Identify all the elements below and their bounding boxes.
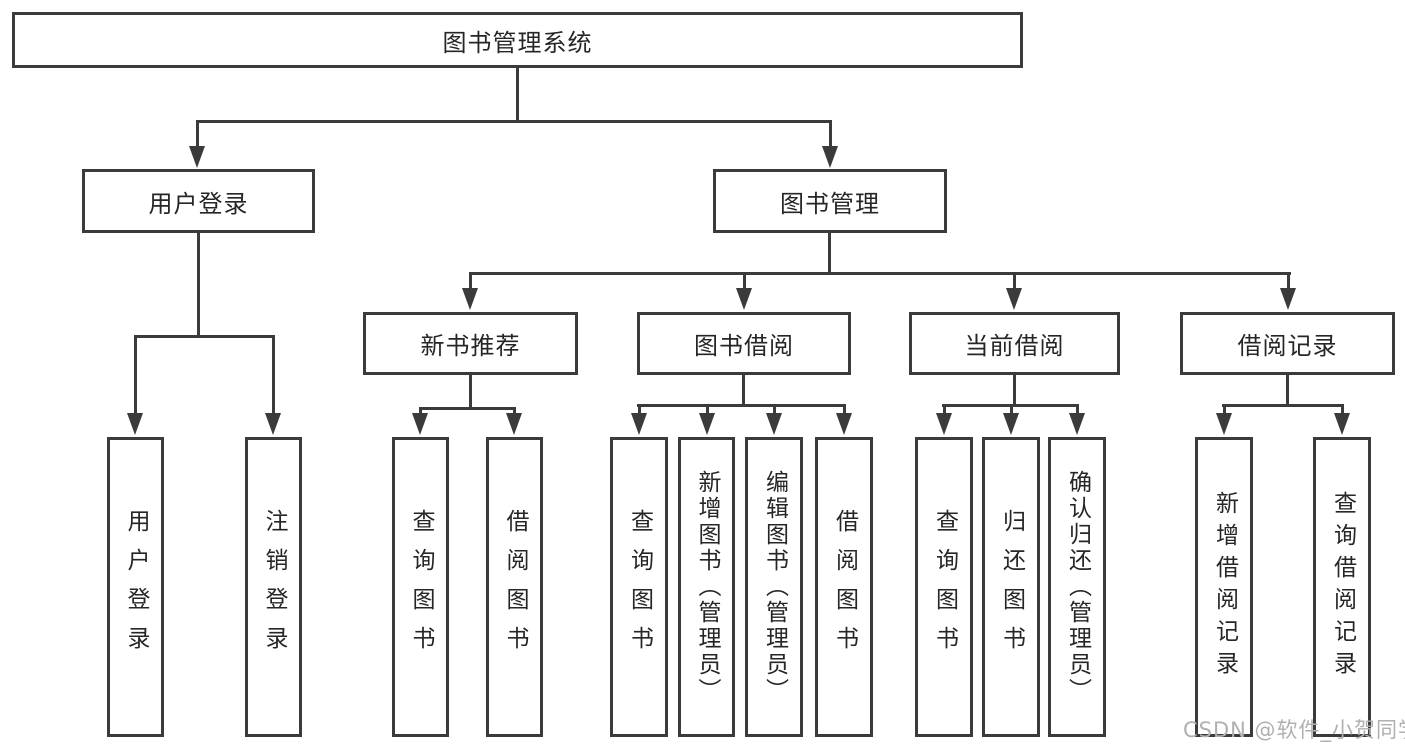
leaf-label: 用户登录 — [123, 509, 149, 665]
connector-line — [743, 274, 746, 292]
leaf-label: 新增图书（管理员） — [694, 470, 720, 704]
connector-line — [637, 404, 846, 407]
arrowhead-icon — [189, 146, 205, 168]
leaf-label: 注销登录 — [261, 509, 287, 665]
arrowhead-icon — [736, 288, 752, 310]
leaf-current-query-books: 查询图书 — [915, 437, 973, 737]
connector-line — [828, 233, 831, 272]
leaf-label: 借阅图书 — [502, 509, 528, 665]
node-label: 图书借阅 — [694, 332, 794, 360]
node-label: 用户登录 — [148, 189, 249, 218]
connector-line — [469, 272, 1291, 275]
node-label: 当前借阅 — [964, 332, 1065, 360]
arrowhead-icon — [1216, 413, 1232, 435]
arrowhead-icon — [265, 413, 281, 435]
node-label: 新书推荐 — [420, 332, 521, 360]
connector-line — [773, 406, 776, 415]
leaf-newbook-query-books: 查询图书 — [392, 437, 449, 737]
leaf-label: 归还图书 — [998, 509, 1025, 665]
connector-line — [272, 337, 275, 415]
leaf-current-return-books: 归还图书 — [982, 437, 1040, 737]
csdn-watermark: CSDN @软件_小贺同学 — [1183, 718, 1405, 742]
leaf-record-add-borrow-record: 新增借阅记录 — [1195, 437, 1253, 737]
connector-line — [469, 375, 472, 407]
connector-line — [843, 406, 846, 415]
node-label: 图书管理 — [780, 189, 880, 218]
connector-line — [942, 404, 1079, 407]
connector-line — [1222, 404, 1344, 407]
leaf-label: 借阅图书 — [831, 509, 858, 665]
connector-line — [742, 375, 745, 404]
arrowhead-icon — [1334, 413, 1350, 435]
leaf-logout: 注销登录 — [245, 437, 302, 737]
node-book-management: 图书管理 — [713, 169, 947, 233]
connector-line — [196, 120, 832, 123]
connector-line — [134, 337, 137, 415]
arrowhead-icon — [1069, 413, 1085, 435]
arrowhead-icon — [127, 413, 143, 435]
arrowhead-icon — [766, 413, 782, 435]
node-new-book-recommend: 新书推荐 — [363, 312, 578, 375]
arrowhead-icon — [631, 413, 647, 435]
leaf-label: 查询图书 — [626, 509, 653, 665]
connector-line — [829, 122, 832, 148]
connector-line — [1286, 375, 1289, 404]
leaf-label: 编辑图书（管理员） — [761, 470, 788, 704]
node-label: 借阅记录 — [1237, 332, 1338, 360]
leaf-user-login: 用户登录 — [107, 437, 164, 737]
leaf-label: 确认归还（管理员） — [1064, 470, 1091, 704]
connector-line — [197, 233, 200, 335]
connector-line — [1013, 375, 1016, 404]
node-borrow-record: 借阅记录 — [1180, 312, 1395, 375]
leaf-newbook-borrow-books: 借阅图书 — [486, 437, 543, 737]
arrowhead-icon — [936, 413, 952, 435]
connector-line — [1287, 274, 1290, 292]
leaf-borrow-borrow-books: 借阅图书 — [815, 437, 873, 737]
leaf-borrow-edit-books-admin: 编辑图书（管理员） — [745, 437, 803, 737]
arrowhead-icon — [462, 288, 478, 310]
arrowhead-icon — [1280, 288, 1296, 310]
connector-line — [1076, 406, 1079, 415]
connector-line — [1010, 406, 1013, 415]
connector-line — [1013, 274, 1016, 292]
node-label: 图书管理系统 — [442, 28, 593, 57]
leaf-label: 查询图书 — [931, 509, 958, 665]
leaf-label: 查询图书 — [408, 509, 434, 665]
leaf-record-query-borrow-record: 查询借阅记录 — [1313, 437, 1371, 737]
node-root-system: 图书管理系统 — [12, 12, 1023, 68]
arrowhead-icon — [1003, 413, 1019, 435]
connector-line — [419, 407, 516, 410]
arrowhead-icon — [412, 413, 428, 435]
arrowhead-icon — [1006, 288, 1022, 310]
connector-line — [706, 406, 709, 415]
arrowhead-icon — [822, 146, 838, 168]
node-user-login: 用户登录 — [82, 169, 315, 233]
connector-line — [1223, 406, 1226, 415]
connector-line — [516, 68, 519, 120]
connector-line — [638, 406, 641, 415]
leaf-label: 查询借阅记录 — [1329, 491, 1356, 683]
node-current-borrow: 当前借阅 — [909, 312, 1120, 375]
arrowhead-icon — [836, 413, 852, 435]
arrowhead-icon — [506, 413, 522, 435]
connector-line — [943, 406, 946, 415]
connector-line — [196, 122, 199, 148]
leaf-borrow-add-books-admin: 新增图书（管理员） — [678, 437, 735, 737]
connector-line — [469, 274, 472, 292]
leaf-label: 新增借阅记录 — [1211, 491, 1238, 683]
connector-line — [1341, 406, 1344, 415]
connector-line — [134, 335, 275, 338]
arrowhead-icon — [699, 413, 715, 435]
leaf-current-confirm-return-admin: 确认归还（管理员） — [1048, 437, 1106, 737]
leaf-borrow-query-books: 查询图书 — [610, 437, 668, 737]
node-book-borrow: 图书借阅 — [637, 312, 851, 375]
